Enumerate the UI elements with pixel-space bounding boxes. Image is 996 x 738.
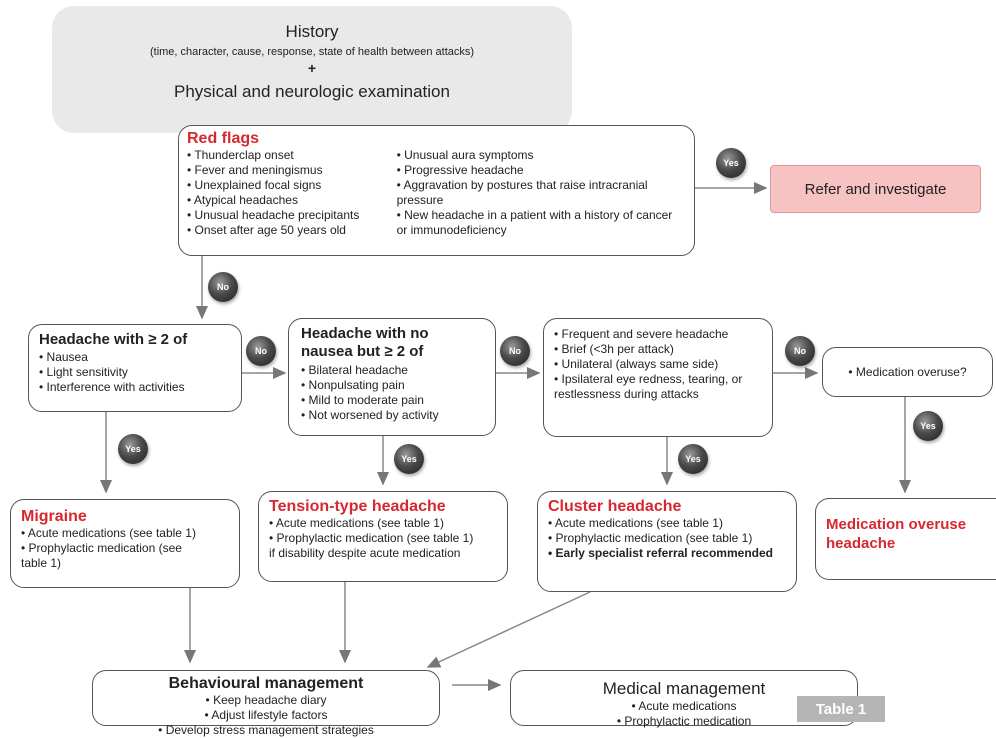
list-item: Not worsened by activity — [301, 408, 483, 423]
list-item: Frequent and severe headache — [554, 327, 762, 342]
arrow-cluster-to-behavioural — [426, 591, 591, 668]
list-item: Acute medications (see table 1) — [548, 516, 786, 531]
list-item: Mild to moderate pain — [301, 393, 483, 408]
list-item: Develop stress management strategies — [99, 723, 433, 738]
migraine-criteria-title: Headache with ≥ 2 of — [39, 331, 188, 348]
cluster-criteria-list: Frequent and severe headache Brief (<3h … — [554, 327, 762, 402]
red-flags-right-list: Unusual aura symptoms Progressive headac… — [397, 148, 686, 238]
list-item: Unusual headache precipitants — [187, 208, 387, 223]
no-badge: No — [246, 336, 276, 366]
table-tag: Table 1 — [797, 696, 885, 722]
list-item: Acute medications (see table 1) — [21, 526, 229, 541]
list-item: Unexplained focal signs — [187, 178, 387, 193]
no-badge: No — [208, 272, 238, 302]
migraine-box: Migraine Acute medications (see table 1)… — [10, 499, 240, 588]
list-item: New headache in a patient with a history… — [397, 208, 686, 238]
overuse-question-text: Medication overuse? — [848, 365, 967, 380]
tension-list: Acute medications (see table 1) Prophyla… — [269, 516, 497, 546]
list-item: Interference with activities — [39, 380, 231, 395]
history-box: History (time, character, cause, respons… — [52, 6, 572, 133]
list-item: Progressive headache — [397, 163, 686, 178]
red-flags-left-list: Thunderclap onset Fever and meningismus … — [187, 148, 387, 238]
list-item: Unilateral (always same side) — [554, 357, 762, 372]
list-item: Ipsilateral eye redness, tearing, or res… — [554, 372, 762, 402]
list-item: Unusual aura symptoms — [397, 148, 686, 163]
history-exam: Physical and neurologic examination — [174, 82, 450, 101]
migraine-title: Migraine — [21, 508, 87, 525]
no-badge: No — [500, 336, 530, 366]
cluster-title: Cluster headache — [548, 498, 682, 515]
tension-title: Tension-type headache — [269, 498, 446, 515]
list-item: Thunderclap onset — [187, 148, 387, 163]
list-item: Onset after age 50 years old — [187, 223, 387, 238]
tension-criteria-title: Headache with no nausea but ≥ 2 of — [301, 325, 429, 360]
behavioural-list: Keep headache diary Adjust lifestyle fac… — [99, 693, 433, 738]
migraine-criteria-list: Nausea Light sensitivity Interference wi… — [39, 350, 231, 395]
cluster-criteria-box: Frequent and severe headache Brief (<3h … — [543, 318, 773, 437]
list-item: Acute medications (see table 1) — [269, 516, 497, 531]
cluster-box: Cluster headache Acute medications (see … — [537, 491, 797, 592]
yes-badge: Yes — [678, 444, 708, 474]
history-plus: + — [307, 60, 317, 76]
list-item: Prophylactic medication (see table 1) — [548, 531, 786, 546]
list-item: Fever and meningismus — [187, 163, 387, 178]
yes-badge: Yes — [118, 434, 148, 464]
list-item: Aggravation by postures that raise intra… — [397, 178, 686, 208]
overuse-question-box: Medication overuse? — [822, 347, 993, 397]
no-badge: No — [785, 336, 815, 366]
tension-criteria-box: Headache with no nausea but ≥ 2 of Bilat… — [288, 318, 496, 436]
overuse-box: Medication overuse headache — [815, 498, 996, 580]
medical-title: Medical management — [602, 679, 766, 698]
list-item: Atypical headaches — [187, 193, 387, 208]
list-item: Prophylactic medication (see table 1) — [21, 541, 211, 571]
list-item: Nonpulsating pain — [301, 378, 483, 393]
tension-box: Tension-type headache Acute medications … — [258, 491, 508, 582]
table-tag-label: Table 1 — [815, 700, 867, 718]
overuse-title: Medication overuse headache — [826, 516, 967, 552]
red-flags-title: Red flags — [187, 130, 260, 147]
migraine-criteria-box: Headache with ≥ 2 of Nausea Light sensit… — [28, 324, 242, 412]
behavioural-box: Behavioural management Keep headache dia… — [92, 670, 440, 737]
list-item: Prophylactic medication (see table 1) — [269, 531, 497, 546]
list-item: Acute medications — [517, 699, 851, 714]
history-subtitle: (time, character, cause, response, state… — [149, 46, 475, 58]
yes-badge: Yes — [716, 148, 746, 178]
list-item: Light sensitivity — [39, 365, 231, 380]
history-title: History — [285, 22, 339, 41]
list-item: Brief (<3h per attack) — [554, 342, 762, 357]
cluster-list: Acute medications (see table 1) Prophyla… — [548, 516, 786, 561]
refer-label: Refer and investigate — [804, 180, 947, 198]
connector-lines — [100, 182, 911, 691]
overuse-question-list: Medication overuse? — [848, 365, 967, 380]
list-item: Adjust lifestyle factors — [99, 708, 433, 723]
yes-badge: Yes — [913, 411, 943, 441]
behavioural-title: Behavioural management — [168, 675, 364, 692]
list-item: Keep headache diary — [99, 693, 433, 708]
red-flags-box: Red flags Thunderclap onset Fever and me… — [178, 125, 695, 256]
migraine-list: Acute medications (see table 1) Prophyla… — [21, 526, 229, 571]
list-item: Nausea — [39, 350, 231, 365]
list-item: Early specialist referral recommended — [548, 546, 786, 561]
tension-note: if disability despite acute medication — [269, 546, 461, 560]
yes-badge: Yes — [394, 444, 424, 474]
refer-box: Refer and investigate — [770, 165, 981, 213]
list-item: Bilateral headache — [301, 363, 483, 378]
tension-criteria-list: Bilateral headache Nonpulsating pain Mil… — [301, 363, 483, 423]
